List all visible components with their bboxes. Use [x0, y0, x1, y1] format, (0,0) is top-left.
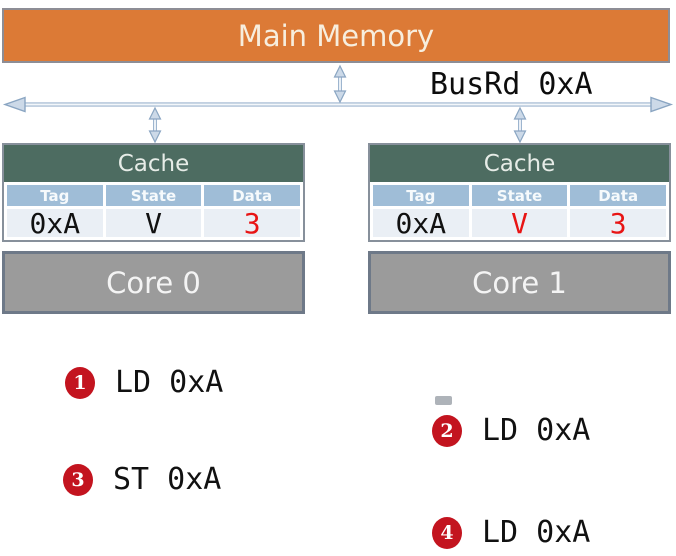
memory-bus-connector-arrow: [333, 64, 347, 104]
cursor-artifact: [435, 396, 452, 405]
main-memory-label: Main Memory: [237, 18, 435, 53]
cache1-col-data: Data: [570, 185, 666, 206]
cache0-col-state: State: [105, 185, 202, 206]
core0-box: Core 0: [2, 251, 305, 314]
step-3: 3 ST 0xA: [63, 462, 221, 497]
core0-label: Core 0: [106, 265, 201, 300]
step-4-number-badge: 4: [432, 516, 462, 549]
step-1-number-badge: 1: [65, 366, 95, 399]
cache0-col-data: Data: [204, 185, 300, 206]
core1-label: Core 1: [472, 265, 567, 300]
step-4-operation: LD 0xA: [482, 515, 591, 550]
cache0-box: Cache Tag State Data 0xA V 3: [2, 143, 305, 242]
cache1-data-value: 3: [570, 207, 666, 240]
cache1-bus-connector-arrow: [513, 106, 527, 144]
cache1-col-tag: Tag: [373, 185, 469, 206]
cache1-table: Tag State Data 0xA V 3: [370, 182, 669, 240]
core1-box: Core 1: [368, 251, 671, 314]
cache1-state-value: V: [471, 207, 568, 240]
step-4: 4 LD 0xA: [432, 515, 590, 550]
step-2-number-badge: 2: [432, 414, 462, 447]
cache0-bus-connector-arrow: [148, 106, 162, 144]
cache0-state-value: V: [105, 207, 202, 240]
cache0-tag-value: 0xA: [7, 207, 103, 240]
main-memory-box: Main Memory: [2, 8, 670, 63]
cache1-col-state: State: [471, 185, 568, 206]
step-3-operation: ST 0xA: [113, 462, 222, 497]
bus-transaction-label: BusRd 0xA: [430, 67, 593, 102]
cache1-title: Cache: [370, 145, 669, 182]
cache0-table: Tag State Data 0xA V 3: [4, 182, 303, 240]
cache0-data-value: 3: [204, 207, 300, 240]
step-1-operation: LD 0xA: [115, 365, 224, 400]
cache0-col-tag: Tag: [7, 185, 103, 206]
cache1-tag-value: 0xA: [373, 207, 469, 240]
cache1-box: Cache Tag State Data 0xA V 3: [368, 143, 671, 242]
step-1: 1 LD 0xA: [65, 365, 223, 400]
step-2-operation: LD 0xA: [482, 413, 591, 448]
cache0-title: Cache: [4, 145, 303, 182]
step-3-number-badge: 3: [63, 463, 93, 496]
step-2: 2 LD 0xA: [432, 413, 590, 448]
